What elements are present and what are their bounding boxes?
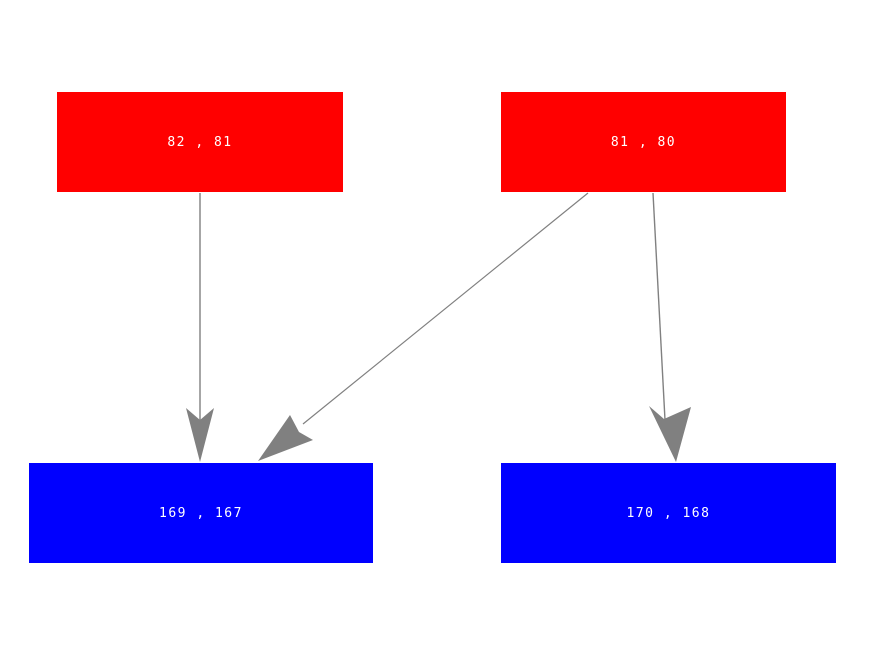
node-source-81-80[interactable]: 81 , 80 <box>501 92 786 192</box>
node-label: 170 , 168 <box>626 505 711 521</box>
edge-82-81-to-169-167 <box>186 193 214 462</box>
arrowhead-icon <box>649 406 691 462</box>
edge-81-80-to-169-167 <box>258 192 589 461</box>
node-target-169-167[interactable]: 169 , 167 <box>29 463 373 563</box>
edge-81-80-to-170-168 <box>649 192 691 462</box>
node-target-170-168[interactable]: 170 , 168 <box>501 463 836 563</box>
node-source-82-81[interactable]: 82 , 81 <box>57 92 343 192</box>
edge-line <box>302 192 589 425</box>
node-label: 81 , 80 <box>610 134 677 150</box>
edge-line <box>652 192 666 421</box>
node-label: 169 , 167 <box>159 505 243 521</box>
arrowhead-icon <box>258 415 313 461</box>
node-label: 82 , 81 <box>167 134 233 150</box>
arrowhead-icon <box>186 408 214 462</box>
